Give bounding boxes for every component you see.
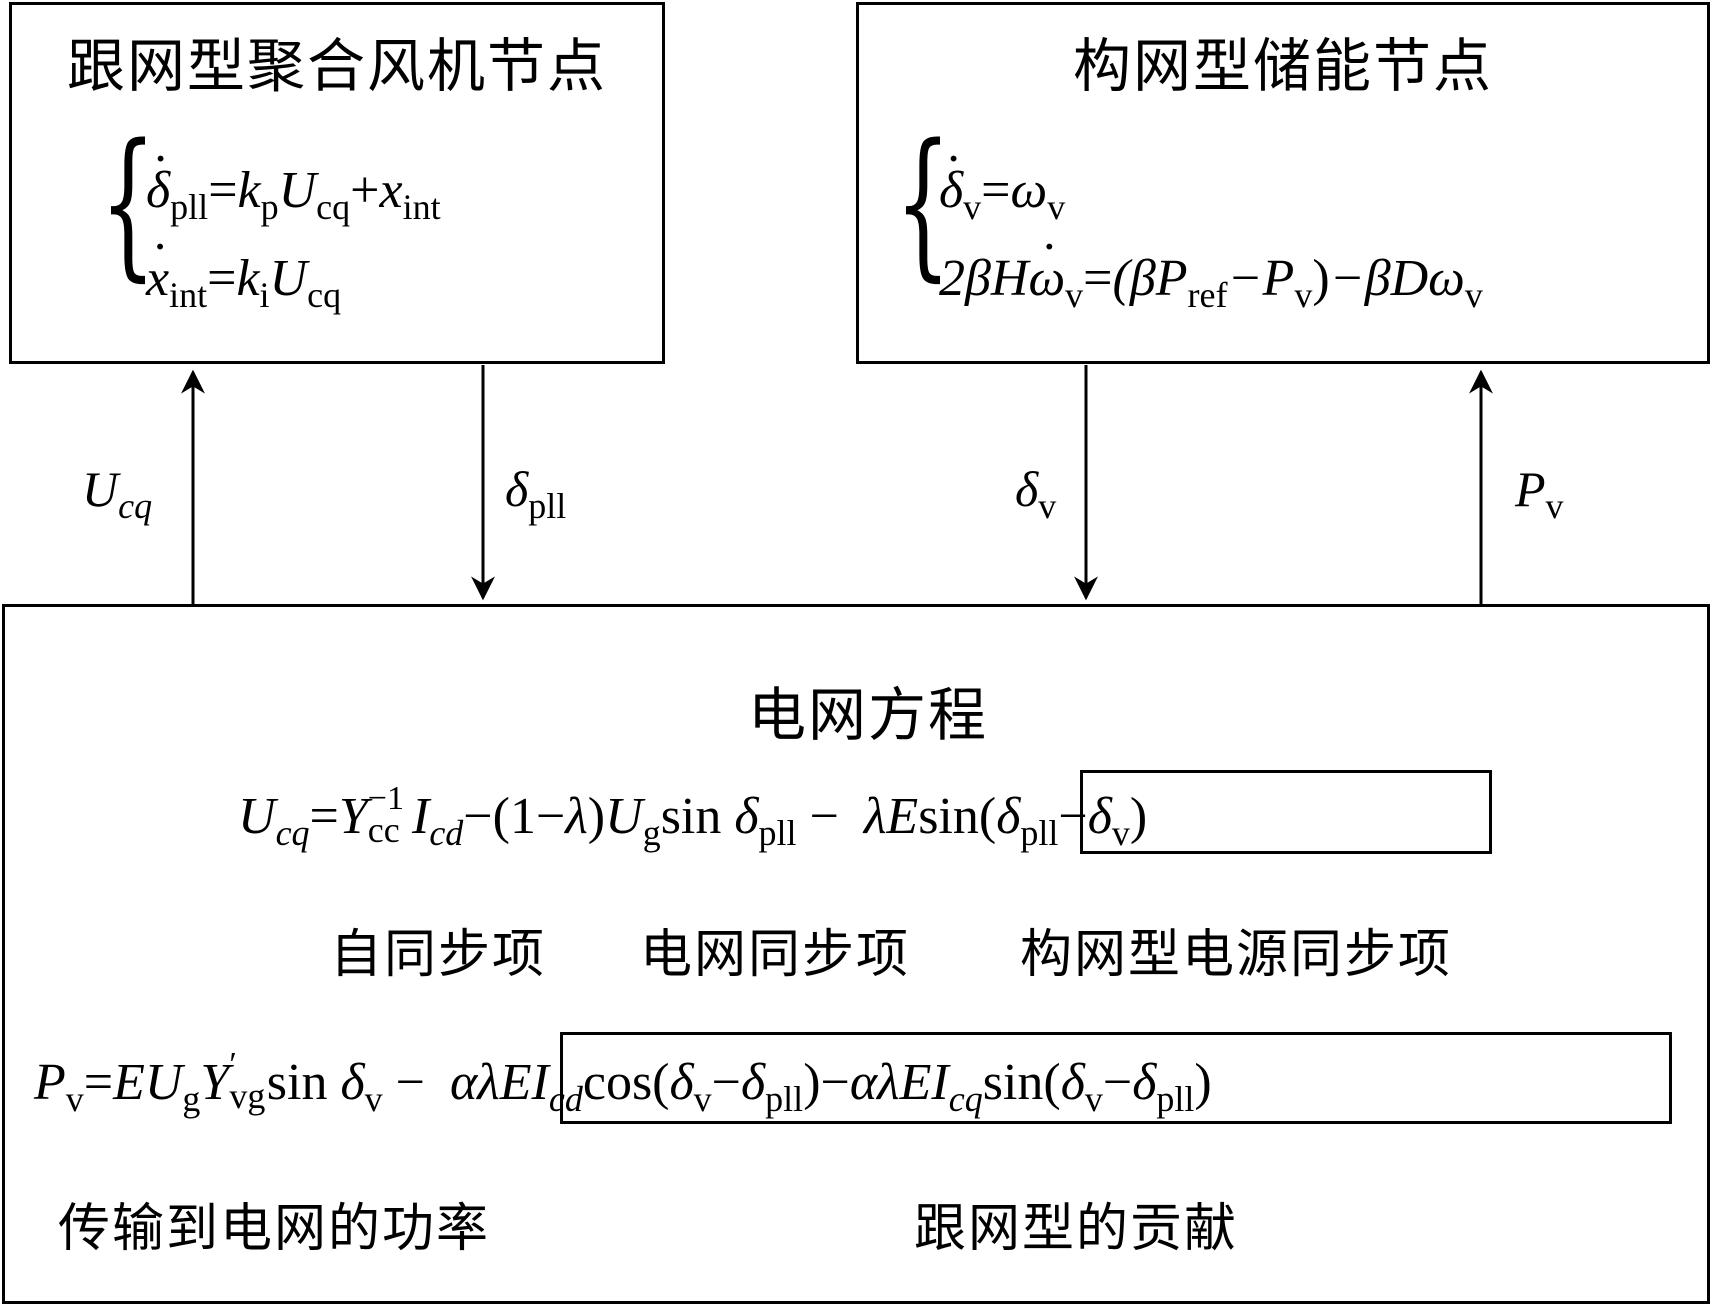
gfl-wind-node-title: 跟网型聚合风机节点 [66,32,607,100]
grid-equation-box [2,604,1710,1304]
label-pv: Pv [1515,461,1564,526]
gfm-eq-1: δv=ωv [939,165,1065,226]
gfm-storage-node-box: 构网型储能节点 { δv=ωv 2βHωv=(βPref−Pv)−βDωv [856,2,1710,364]
gfm-eq-2: 2βHωv=(βPref−Pv)−βDωv [939,253,1483,314]
label-gfm-sync: 构网型电源同步项 [1020,925,1453,985]
gfl-wind-node-box: 跟网型聚合风机节点 { δpll=kpUcq+xint xint=kiUcq [9,2,665,364]
gfl-eq-2: xint=kiUcq [146,253,341,314]
label-ucq: Ucq [82,461,153,526]
gfl-contrib-frame [560,1032,1672,1124]
gfm-sync-frame [1080,770,1492,854]
grid-equation-title: 电网方程 [748,681,989,749]
label-dv: δv [1015,461,1057,526]
label-power-to-grid: 传输到电网的功率 [58,1199,491,1259]
gfm-storage-node-title: 构网型储能节点 [1072,32,1493,100]
label-gfl-contrib: 跟网型的贡献 [914,1199,1239,1259]
gfl-eq-1: δpll=kpUcq+xint [146,165,441,226]
label-grid-sync: 电网同步项 [640,925,911,985]
label-self-sync: 自同步项 [330,925,547,985]
label-dpll: δpll [505,461,567,526]
